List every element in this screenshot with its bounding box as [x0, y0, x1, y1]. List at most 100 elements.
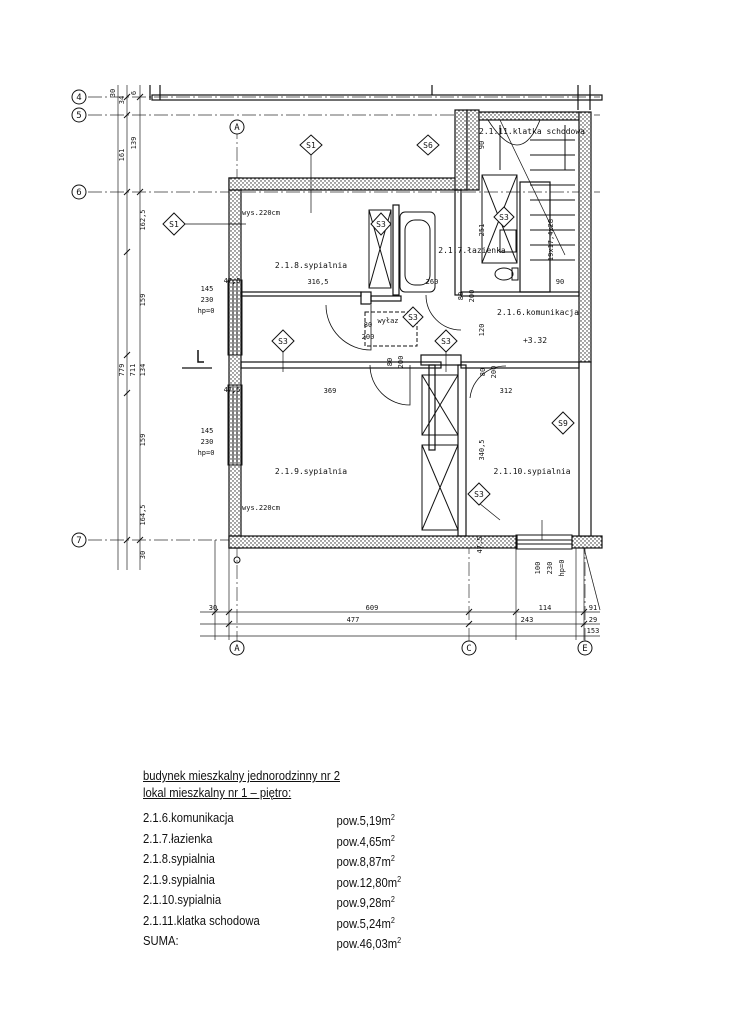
grid-label-e: E	[582, 644, 587, 654]
legend-room-area: pow.8,87m2	[337, 849, 395, 873]
window-c-width: 100	[534, 562, 542, 575]
window-a-width: 145	[201, 285, 214, 293]
room-label-2-1-10: 2.1.10.sypialnia	[493, 467, 570, 476]
dim-left-1645: 164,5	[139, 504, 147, 525]
legend-title-unit: lokal mieszkalny nr 1 – piętro:	[143, 786, 292, 800]
legend-area-value: pow.5,24m	[336, 916, 391, 931]
dim-bottom-477: 477	[347, 616, 360, 624]
legend-area-unit-exponent: 2	[397, 936, 402, 945]
legend-room-area: pow.46,03m2	[337, 931, 402, 955]
door-2-width: 80	[386, 358, 394, 366]
room-label-2-1-6: 2.1.6.komunikacja	[497, 308, 579, 317]
grid-label-a: A	[234, 644, 240, 654]
legend-row: 2.1.8.sypialnia pow.8,87m2	[143, 849, 413, 870]
legend-area-value: pow.46,03m	[336, 937, 398, 952]
symbol-s1-b: S1	[169, 220, 179, 229]
symbol-s3-e: S3	[441, 337, 451, 346]
dim-260: 260	[426, 278, 439, 286]
dim-312: 312	[500, 387, 513, 395]
legend-room-area: pow.5,19m2	[337, 808, 395, 832]
legend-area-unit-exponent: 2	[390, 854, 395, 863]
dim-stair-90: 90	[478, 141, 486, 149]
door-1-height: 200	[362, 333, 375, 341]
area-legend: budynek mieszkalny jednorodzinny nr 2 lo…	[143, 768, 413, 952]
room-label-2-1-7: 2.1.7.łazienka	[438, 246, 506, 255]
legend-row: SUMA:pow.46,03m2	[143, 931, 413, 952]
symbol-s3-d: S3	[408, 313, 418, 322]
dim-left-34: 34	[118, 96, 126, 104]
door-4-width: 80	[479, 368, 487, 376]
legend-area-value: pow.8,87m	[336, 855, 391, 870]
grid-label-c: C	[466, 644, 471, 654]
window-a-height: 230	[201, 296, 214, 304]
dim-475-c: 47,5	[476, 537, 484, 554]
legend-room-area: pow.9,28m2	[337, 890, 395, 914]
floor-plan: 4 5 6 7 A A C E S1 S6 S1 S3 S3 S3 S3 S3 …	[71, 85, 603, 656]
dim-left-779: 779	[118, 364, 126, 377]
dim-3405: 340,5	[478, 439, 486, 460]
interior-walls	[240, 181, 580, 537]
axis-label-5: 5	[76, 111, 81, 121]
dim-bottom-29: 29	[589, 616, 597, 624]
marker-circle	[233, 556, 241, 564]
legend-room-name: 2.1.9.sypialnia	[143, 872, 215, 887]
room-label-2-1-9: 2.1.9.sypialnia	[275, 467, 347, 476]
symbol-s3-a: S3	[376, 220, 386, 229]
window-b-width: 145	[201, 427, 214, 435]
axis-markers	[71, 89, 593, 656]
symbol-s9: S9	[558, 419, 568, 428]
dim-bottom-30: 30	[209, 604, 217, 612]
axis-label-6: 6	[76, 188, 81, 198]
room-label-2-1-11: 2.1.11.klatka schodowa	[479, 127, 585, 136]
level-mark: +3.32	[523, 336, 547, 345]
dim-left-711: 711	[129, 364, 137, 377]
legend-area-unit-exponent: 2	[390, 833, 395, 843]
dimension-ticks	[123, 93, 588, 628]
dim-left-1625: 162,5	[139, 209, 147, 230]
door-2-height: 200	[397, 356, 405, 369]
dim-3165: 316,5	[307, 278, 328, 286]
dim-left-159-b: 159	[139, 434, 147, 447]
door-3-height: 200	[468, 290, 476, 303]
stairs-note: 19x17,4x28	[547, 219, 555, 261]
legend-area-value: pow.12,80m	[336, 875, 398, 890]
dim-251: 251	[478, 224, 486, 237]
legend-room-name: 2.1.11.klatka schodowa	[143, 913, 260, 928]
dim-left-159-a: 159	[139, 294, 147, 307]
window-b-height: 230	[201, 438, 214, 446]
legend-area-unit-exponent: 2	[390, 813, 395, 822]
door-4-height: 200	[490, 366, 498, 379]
exterior-walls	[228, 109, 603, 549]
legend-room-name: 2.1.6.komunikacja	[143, 811, 234, 825]
legend-room-name: 2.1.8.sypialnia	[143, 852, 215, 866]
dim-left-161: 161	[118, 149, 126, 162]
room-label-2-1-8: 2.1.8.sypialnia	[275, 261, 347, 270]
top-structure	[149, 85, 603, 110]
dim-bottom-609: 609	[366, 604, 379, 612]
window-b-sill: hp=0	[198, 449, 215, 457]
door-swings	[325, 294, 507, 406]
dim-bottom-114: 114	[539, 604, 552, 612]
grid-label-top-a: A	[234, 123, 240, 133]
symbol-s1-a: S1	[306, 141, 316, 150]
dim-left-30-bottom: 30	[139, 551, 147, 559]
dim-left-139: 139	[130, 137, 138, 150]
door-1-width: 80	[364, 321, 372, 329]
symbol-s3-c: S3	[278, 337, 288, 346]
symbol-leaders	[185, 155, 543, 540]
height-note-lower: wys.220cm	[242, 504, 280, 512]
dim-left-134: 134	[139, 364, 147, 377]
legend-room-area: pow.4,65m2	[337, 829, 395, 853]
door-3-width: 80	[457, 292, 465, 300]
legend-area-value: pow.4,65m	[336, 834, 391, 849]
legend-room-name: 2.1.7.łazienka	[143, 831, 213, 846]
marker-leader	[583, 547, 601, 611]
legend-row: 2.1.7.łazienka pow.4,65m2	[143, 829, 413, 850]
legend-area-value: pow.9,28m	[336, 896, 391, 911]
symbol-diamonds	[162, 134, 575, 506]
symbol-s3-f: S3	[474, 490, 484, 499]
dim-left-30-top: 30	[109, 89, 117, 97]
